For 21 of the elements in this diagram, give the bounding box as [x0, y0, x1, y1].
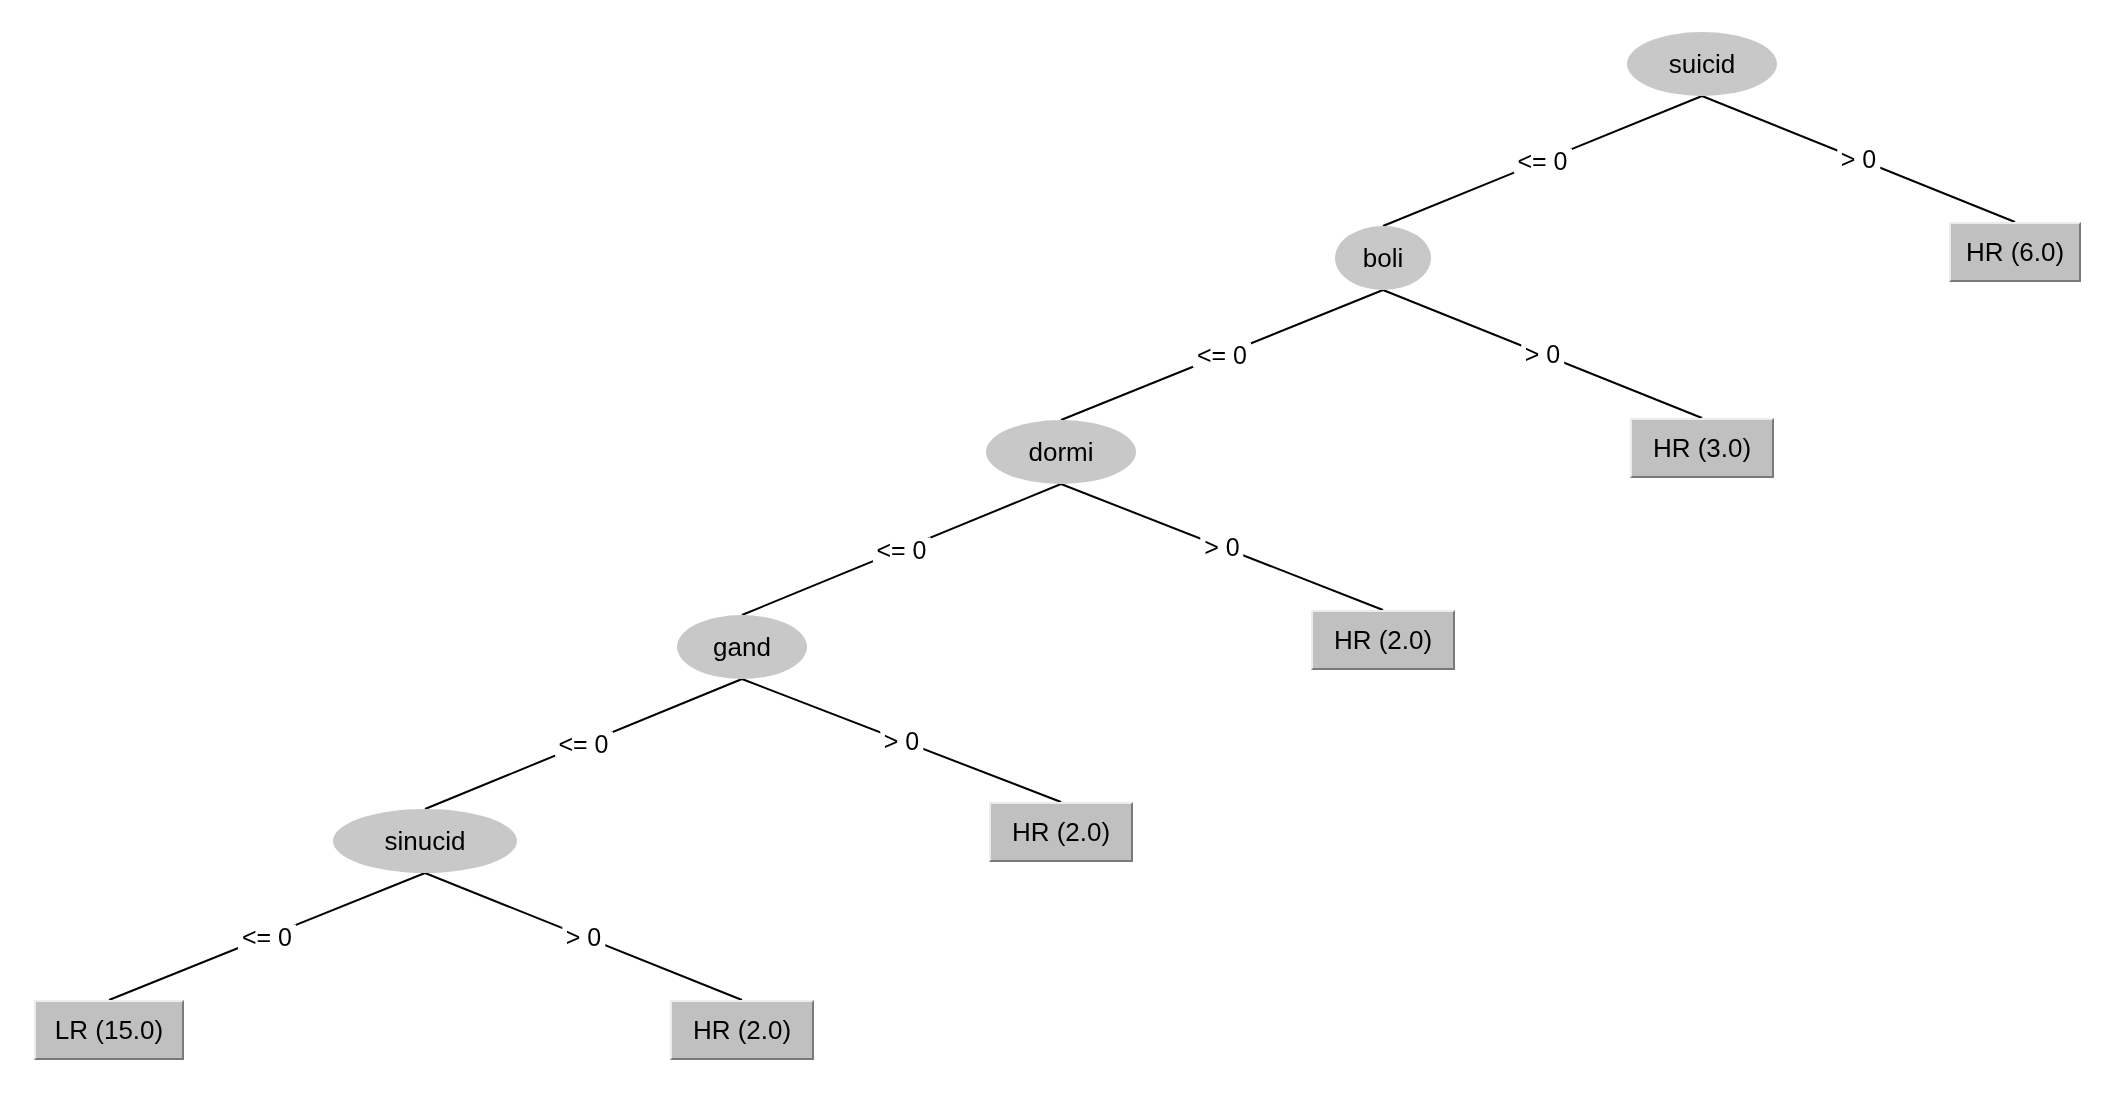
decision-ellipse: sinucid: [333, 809, 517, 873]
edge-label: > 0: [1836, 146, 1881, 172]
edge-label: <= 0: [554, 731, 613, 757]
edge-label: <= 0: [1513, 148, 1572, 174]
edge-label: > 0: [879, 728, 924, 753]
edge-label: > 0: [561, 924, 606, 949]
edge-label: > 0: [1200, 534, 1244, 560]
decision-ellipse: boli: [1335, 226, 1431, 290]
leaf-box: HR (2.0): [670, 1000, 814, 1060]
edge-label: > 0: [1520, 341, 1565, 367]
edge-label: <= 0: [872, 537, 931, 562]
leaf-box: HR (2.0): [1311, 610, 1455, 670]
decision-ellipse: suicid: [1627, 32, 1777, 96]
decision-ellipse: gand: [677, 615, 807, 679]
leaf-box: HR (6.0): [1949, 222, 2081, 282]
leaf-box: HR (3.0): [1630, 418, 1774, 478]
edge-label: <= 0: [1192, 342, 1252, 368]
decision-ellipse: dormi: [986, 420, 1136, 484]
edge-label: <= 0: [237, 924, 297, 949]
leaf-box: HR (2.0): [989, 802, 1133, 862]
leaf-box: LR (15.0): [34, 1000, 184, 1060]
